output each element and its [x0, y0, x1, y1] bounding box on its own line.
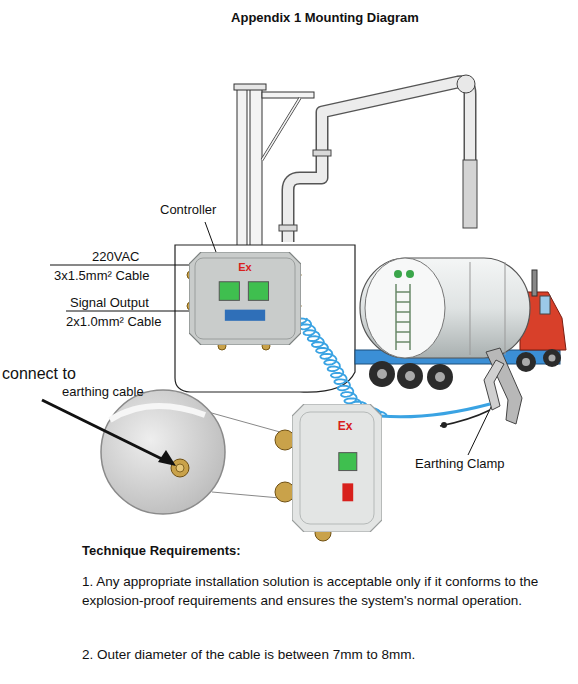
gantry-post — [250, 88, 262, 246]
diagram-title: Appendix 1 Mounting Diagram — [0, 10, 578, 26]
enclosure-outline — [189, 252, 301, 345]
loading-arm — [279, 75, 477, 242]
ladder-rail — [409, 284, 411, 350]
ladder-rung — [396, 321, 410, 323]
earthing-nut — [171, 459, 189, 477]
wheel-hub — [405, 371, 415, 381]
note-text: 1. Any appropriate installation solution… — [82, 572, 562, 610]
callout-text: connect to — [2, 364, 76, 383]
lid-edge — [300, 412, 374, 524]
controller-enclosure: Ex — [189, 252, 301, 345]
display-window — [248, 282, 268, 301]
wheel-hub — [522, 358, 530, 366]
wheel-hub — [435, 372, 445, 382]
zoom-highlight — [110, 406, 205, 420]
part-label: Controller — [160, 202, 216, 218]
gantry-cap — [234, 84, 266, 90]
pipe-drop — [463, 160, 477, 228]
tank-valve — [406, 270, 414, 278]
tank — [360, 258, 530, 358]
nameplate — [225, 310, 265, 321]
enclosure-outline — [292, 404, 382, 532]
gantry-brace — [262, 98, 300, 160]
wheel-hub — [377, 369, 387, 379]
cable-label: 3x1.5mm² Cable — [54, 268, 149, 284]
display-window — [339, 453, 357, 471]
earthing-cable — [380, 404, 490, 417]
gantry — [234, 84, 314, 246]
arrow-head — [158, 450, 176, 466]
wheel-hub — [549, 355, 556, 362]
earthing-clamp — [440, 348, 522, 428]
ex-marking: Ex — [300, 420, 390, 432]
pipe-joint — [457, 75, 475, 93]
cable-label: 2x1.0mm² Cable — [66, 314, 161, 330]
callout-text: earthing cable — [62, 384, 144, 400]
wheel — [397, 363, 423, 389]
enclosure-shape — [292, 404, 382, 532]
cable-label: 220VAC — [92, 249, 139, 265]
wheel — [427, 364, 453, 390]
note-text: 2. Outer diameter of the cable is betwee… — [82, 645, 562, 664]
wheel — [369, 361, 395, 387]
ladder-rung — [396, 301, 410, 303]
pipe-flange — [279, 225, 297, 231]
pipe — [288, 82, 470, 242]
wheel — [543, 349, 561, 367]
exhaust — [532, 270, 537, 296]
ladder — [396, 284, 410, 350]
wheels — [369, 349, 561, 390]
power-cable-line — [50, 265, 200, 266]
display-window — [219, 282, 239, 301]
red-label — [342, 483, 353, 501]
gantry-brace — [262, 98, 300, 160]
ladder-rung — [396, 331, 410, 333]
tank-end — [365, 258, 445, 358]
earthing-bolt — [176, 464, 184, 472]
pipe-flange — [313, 150, 331, 156]
clamp-terminal — [441, 422, 447, 428]
part-label: Earthing Clamp — [415, 456, 505, 472]
signal-cable-line — [66, 311, 200, 312]
gantry-post — [237, 88, 247, 246]
ladder-rail — [395, 284, 397, 350]
wheel — [516, 352, 536, 372]
clamp-leader — [468, 405, 492, 455]
tank-seam — [470, 262, 471, 355]
pipe-outline — [288, 82, 470, 242]
ladder-rung — [396, 341, 410, 343]
coiled-cable — [295, 318, 387, 417]
tank-seam — [505, 262, 506, 355]
zoom-circle — [101, 390, 225, 514]
zoom-detail — [42, 390, 331, 541]
cable-label: Signal Output — [70, 295, 149, 311]
tanker-truck — [355, 258, 566, 390]
ladder-rung — [396, 291, 410, 293]
gantry-bar — [262, 92, 314, 98]
notes-heading: Technique Requirements: — [82, 543, 241, 559]
controller-leader — [205, 222, 216, 252]
cab-window — [540, 296, 550, 314]
clamp-handle — [484, 360, 504, 410]
tank-valve — [394, 270, 402, 278]
zoom-line — [212, 492, 280, 498]
pointer-arrow — [42, 400, 164, 460]
ex-marking: Ex — [189, 262, 301, 273]
controller-enclosure: Ex — [292, 404, 382, 532]
ladder-rung — [396, 311, 410, 313]
